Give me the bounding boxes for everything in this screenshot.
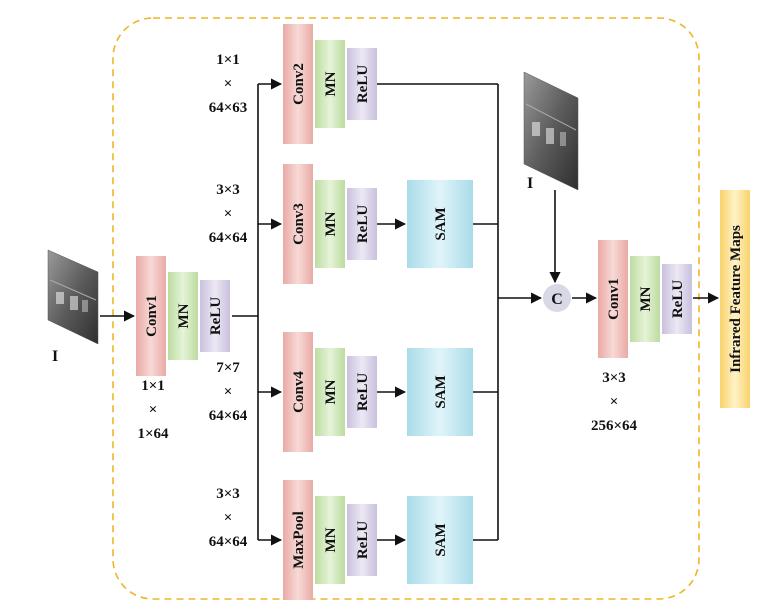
conv1-out-block <box>598 240 628 358</box>
branch1-mn-label: MN <box>323 71 339 96</box>
svg-text:64×64: 64×64 <box>209 230 248 246</box>
svg-text:×: × <box>224 76 233 92</box>
branch2-mn-label: MN <box>323 211 339 236</box>
branch3-kernel-label: 7×7 × 64×64 <box>209 360 248 424</box>
branch2-mn-block <box>315 180 345 268</box>
branch2-sam-label: SAM <box>433 207 449 240</box>
branch1-mn-block <box>315 40 345 128</box>
branch2-relu-block <box>347 188 377 260</box>
module-frame <box>112 17 700 600</box>
branch1-kernel-label: 1×1 × 64×63 <box>209 52 248 116</box>
svg-text:1×1: 1×1 <box>216 52 240 68</box>
svg-text:×: × <box>149 402 158 418</box>
concat-node: C <box>543 284 571 312</box>
conv2-block <box>283 24 313 144</box>
branch1-relu-block <box>347 48 377 120</box>
input-image <box>47 249 99 345</box>
conv1-mn-label: MN <box>176 303 192 328</box>
svg-text:×: × <box>224 510 233 526</box>
output-conv-group: Conv1 MN ReLU <box>598 240 692 358</box>
branch4-mn-block <box>315 496 345 584</box>
conv1-block <box>136 256 166 376</box>
conv1-out-label: Conv1 <box>606 278 622 320</box>
svg-text:×: × <box>610 394 619 410</box>
branch4-relu-block <box>347 504 377 576</box>
input-label-right: I <box>527 175 533 192</box>
branch2-sam-block <box>407 180 473 268</box>
svg-text:3×3: 3×3 <box>602 370 626 386</box>
svg-text:7×7: 7×7 <box>216 360 240 376</box>
branch2-relu-label: ReLU <box>355 205 371 243</box>
svg-text:256×64: 256×64 <box>591 418 638 434</box>
branch4-kernel-label: 3×3 × 64×64 <box>209 486 248 550</box>
branch1-relu-label: ReLU <box>355 65 371 103</box>
connections <box>100 78 720 546</box>
branch3-sam-label: SAM <box>433 375 449 408</box>
branch3-relu-label: ReLU <box>355 373 371 411</box>
branch2-kernel-label: 3×3 × 64×64 <box>209 182 248 246</box>
branch2-group: Conv3 MN ReLU SAM <box>283 164 473 284</box>
branch4-sam-label: SAM <box>433 523 449 556</box>
out-mn-block <box>630 256 660 342</box>
branch4-sam-block <box>407 496 473 584</box>
conv3-block <box>283 164 313 284</box>
svg-text:1×1: 1×1 <box>141 378 165 394</box>
conv1-label: Conv1 <box>144 295 160 337</box>
conv3-label: Conv3 <box>291 203 307 245</box>
conv1-relu-block <box>200 280 230 352</box>
maxpool-label: MaxPool <box>291 511 307 569</box>
conv-out-kernel-label: 3×3 × 256×64 <box>591 370 638 434</box>
branch4-mn-label: MN <box>323 527 339 552</box>
conv1-group: Conv1 MN ReLU <box>136 256 230 376</box>
branch4-relu-label: ReLU <box>355 521 371 559</box>
branch1-group: Conv2 MN ReLU <box>283 24 377 144</box>
branch3-relu-block <box>347 356 377 428</box>
svg-text:×: × <box>224 206 233 222</box>
input-image-right <box>523 71 579 191</box>
input-label: I <box>52 348 58 365</box>
svg-text:1×64: 1×64 <box>137 426 169 442</box>
conv4-label: Conv4 <box>291 371 307 413</box>
svg-text:×: × <box>224 384 233 400</box>
branch3-group: Conv4 MN ReLU SAM <box>283 332 473 452</box>
branch3-mn-label: MN <box>323 379 339 404</box>
branch4-group: MaxPool MN ReLU SAM <box>283 480 473 600</box>
conv1-relu-label: ReLU <box>208 297 224 335</box>
maxpool-block <box>283 480 313 600</box>
svg-text:64×64: 64×64 <box>209 534 248 550</box>
svg-text:3×3: 3×3 <box>216 182 240 198</box>
branch3-mn-block <box>315 348 345 436</box>
out-relu-label: ReLU <box>670 280 686 318</box>
output-feature-maps: Infrared Feature Maps <box>720 190 750 408</box>
svg-text:64×63: 64×63 <box>209 100 248 116</box>
branch3-sam-block <box>407 348 473 436</box>
svg-text:C: C <box>551 291 563 308</box>
output-label: Infrared Feature Maps <box>728 225 744 373</box>
out-relu-block <box>662 264 692 334</box>
conv1-kernel-label: 1×1 × 1×64 <box>137 378 169 442</box>
conv2-label: Conv2 <box>291 63 307 105</box>
conv1-mn-block <box>168 272 198 360</box>
svg-text:64×64: 64×64 <box>209 408 248 424</box>
out-mn-label: MN <box>638 286 654 311</box>
svg-text:3×3: 3×3 <box>216 486 240 502</box>
conv4-block <box>283 332 313 452</box>
